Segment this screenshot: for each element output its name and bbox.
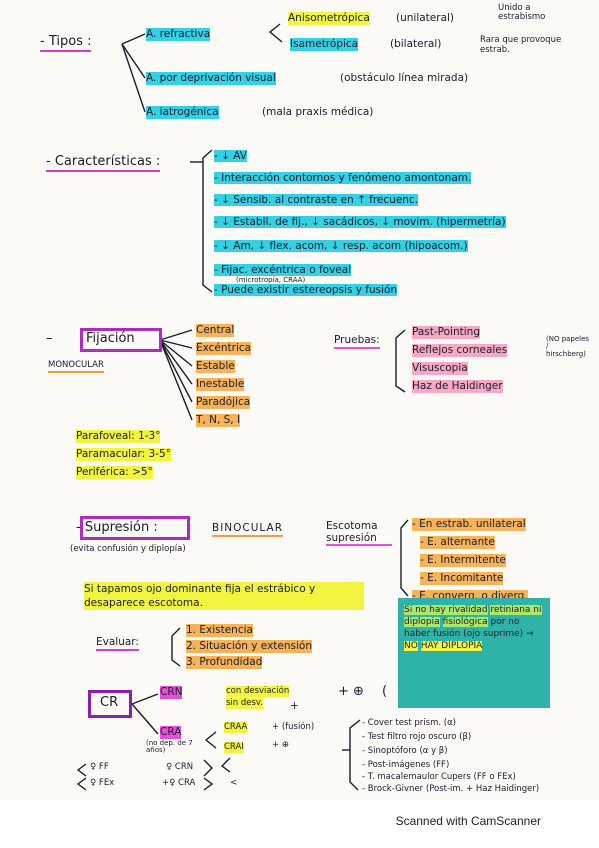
caract-item-7: - Puede existir estereopsis y fusión (214, 284, 398, 297)
cr-cra-note: (no dep. de 7 años) (146, 739, 193, 755)
fijacion-dash: – (46, 331, 53, 346)
caract-item-2: - Interacción contornos y fenómeno amont… (214, 172, 472, 185)
cr-crn: CRN (160, 686, 183, 700)
tipos-heading: - Tipos : (40, 34, 92, 53)
caract-item-3: - ↓ Sensib. al contraste en ↑ frecuenc. (214, 194, 419, 207)
caract-item-6-text: - Fijac. excéntrica o foveal (214, 264, 352, 276)
cr-bottom-fex: ♀ FEx (90, 778, 115, 788)
cr-crai: CRAI (224, 742, 244, 753)
fijacion-box (80, 328, 162, 352)
fijacion-type-tnsi: T, N, S, I (196, 414, 241, 428)
cr-test-5: - T. macalemaulor Cupers (FF o FEx) (362, 772, 516, 782)
escotoma-item-4: - E. Incomitante (420, 572, 504, 586)
supresion-tapamos: Si tapamos ojo dominante fija el estrábi… (84, 582, 364, 611)
tipos-iatrogenica-note: (mala praxis médica) (262, 106, 374, 118)
cr-test-2: - Test filtro rojo oscuro (β) (362, 732, 472, 742)
tipos-deprivacion: A. por deprivación visual (146, 72, 276, 86)
supresion-box (80, 516, 190, 540)
escotoma-item-2: - E. alternante (420, 536, 495, 550)
supresion-binocular: BINOCULAR (212, 522, 284, 538)
cr-crn-desc-b: sin desv. (226, 698, 264, 709)
prueba-reflejos: Reflejos corneales (412, 344, 508, 358)
cr-test-1: - Cover test prism. (α) (362, 718, 456, 728)
prueba-haidinger: Haz de Haidinger (412, 380, 503, 394)
diplopia-note-card: Si no hay rivalidad retiniana ni diplopi… (398, 598, 550, 708)
note-text-a: Si no hay rivalidad (404, 605, 488, 615)
cr-heading: CR (100, 695, 119, 710)
tipos-refractiva: A. refractiva (146, 28, 211, 42)
note-text-f: HAY DIPLOPÍA (420, 641, 483, 652)
escotoma-heading: Escotoma supresión (326, 520, 392, 547)
fijacion-type-central: Central (196, 324, 235, 338)
caract-item-7-text: - Puede existir estereopsis y fusión (214, 284, 398, 296)
range-periferica: Periférica: >5° (76, 466, 153, 480)
cr-craa-note: + (fusión) (272, 722, 315, 732)
tipos-iatrogenica: A. iatrogénica (146, 106, 219, 120)
camscanner-watermark: Scanned with CamScanner (395, 814, 541, 828)
cr-crn-plus2: + (290, 700, 299, 712)
bracket-lines (76, 23, 409, 791)
range-parafoveal: Parafoveal: 1-3° (76, 430, 161, 444)
cr-bottom-arrow: < (230, 778, 238, 788)
fijacion-type-excentrica: Excéntrica (196, 342, 252, 356)
cr-bottom-ff: ♀ FF (90, 762, 109, 772)
cr-crn-desc-a: con desviación (226, 686, 290, 697)
prueba-past-pointing: Past-Pointing (412, 326, 480, 340)
evaluar-item-2: 2. Situación y extensión (186, 640, 312, 654)
caract-item-6: - Fijac. excéntrica o foveal (214, 264, 352, 277)
cr-test-3: - Sinoptóforo (α y β) (362, 746, 448, 756)
fijacion-type-inestable: Inestable (196, 378, 245, 392)
caract-item-5-text: - ↓ Am, ↓ flex. acom, ↓ resp. acom (hipo… (214, 240, 468, 252)
range-paramacular: Paramacular: 3-5° (76, 448, 171, 462)
cr-crn-plus: + ⊕ (338, 684, 364, 699)
caract-item-4: - ↓ Estabil. de fij., ↓ sacádicos, ↓ mov… (214, 216, 506, 229)
escotoma-item-3: - E. Intermitente (420, 554, 506, 568)
caract-item-4-text: - ↓ Estabil. de fij., ↓ sacádicos, ↓ mov… (214, 216, 506, 228)
cr-box (88, 690, 132, 718)
note-text-e: NO (404, 641, 418, 652)
cr-bottom-cra: +♀ CRA (162, 778, 196, 788)
cr-bottom-crn: ♀ CRN (166, 762, 194, 772)
caract-fijac-sub: (microtropía, CRAA) (236, 276, 306, 284)
fijacion-monocular: MONOCULAR (48, 360, 104, 373)
tipos-isometropica: Isametrópica (290, 38, 359, 52)
caract-item-2-text: - Interacción contornos y fenómeno amont… (214, 172, 472, 184)
evaluar-item-3: 3. Profundidad (186, 656, 263, 670)
tipos-deprivacion-note: (obstáculo línea mirada) (340, 72, 469, 84)
cr-crn-paren: ( (382, 684, 388, 699)
caracteristicas-heading: - Características : (46, 154, 161, 173)
prueba-visuscopia: Visuscopia (412, 362, 468, 376)
evaluar-heading: Evaluar: (96, 636, 139, 652)
evaluar-item-1: 1. Existencia (186, 624, 253, 638)
note-text-d: por no haber fusión (ojo suprime) → (404, 617, 534, 640)
tipos-isometropica-note: (bilateral) (390, 38, 442, 50)
note-text-c: fisiológica (442, 617, 488, 628)
tipos-isometropica-side: Rara que provoque estrab. (480, 35, 562, 55)
supresion-note: (evita confusión y diplopía) (70, 544, 186, 554)
supresion-heading: - Supresión : (76, 520, 158, 535)
escotoma-item-1: - En estrab. unilateral (412, 518, 526, 532)
caract-item-1: - ↓ AV (214, 150, 247, 163)
caract-item-3-text: - ↓ Sensib. al contraste en ↑ frecuenc. (214, 194, 419, 206)
cr-test-4: - Post-imágenes (FF) (362, 760, 450, 770)
tipos-anisometropica: Anisometrópica (288, 12, 370, 26)
cr-cra: CRA (160, 726, 182, 740)
caract-item-1-text: - ↓ AV (214, 150, 247, 162)
fijacion-type-paradojica: Paradójica (196, 396, 251, 410)
fijacion-type-estable: Estable (196, 360, 235, 374)
prueba-reflejos-note: (NO papeles / hirschberg) (546, 335, 590, 358)
tipos-anisometropica-side: Unido a estrabismo (498, 3, 546, 22)
pruebas-heading: Pruebas: (334, 334, 380, 350)
tipos-anisometropica-note: (unilateral) (396, 12, 455, 24)
fijacion-heading: Fijación (86, 331, 135, 346)
cr-crai-note: + ⊕ (272, 740, 289, 750)
cr-test-6: - Brock-Givner (Post-im. + Haz Haidinger… (362, 784, 540, 794)
caract-item-5: - ↓ Am, ↓ flex. acom, ↓ resp. acom (hipo… (214, 240, 468, 253)
cr-craa: CRAA (224, 722, 248, 733)
